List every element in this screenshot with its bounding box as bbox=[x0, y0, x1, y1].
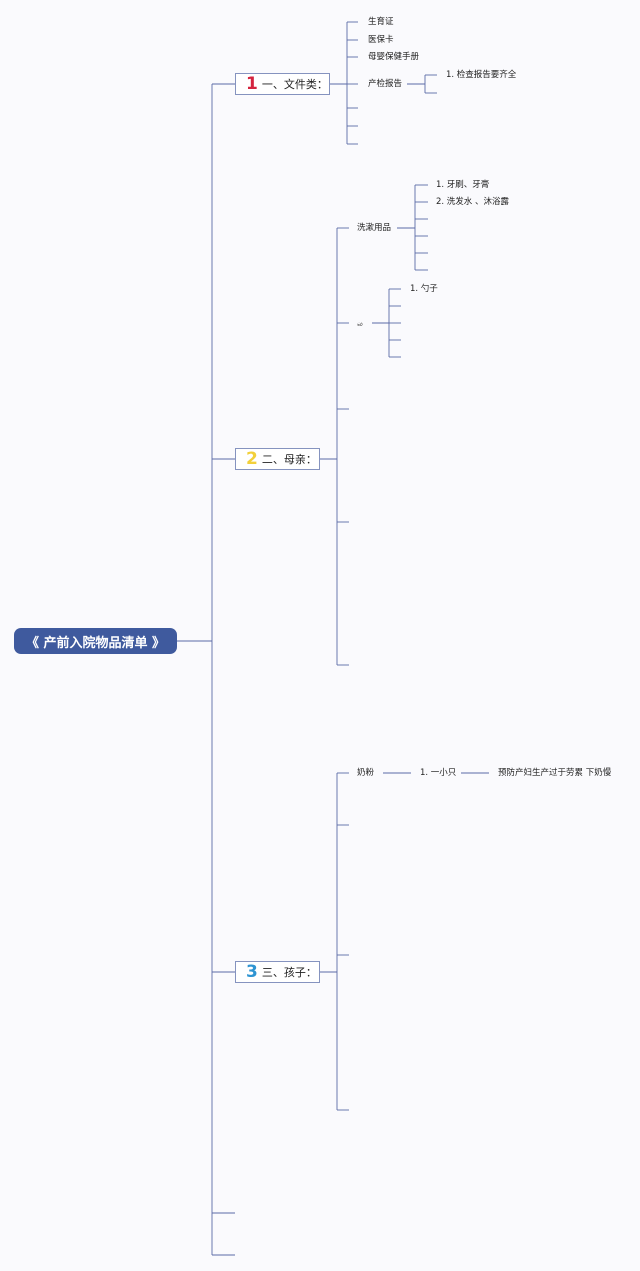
category-baby[interactable]: 3 三、孩子： bbox=[235, 961, 320, 983]
category-number: 1 bbox=[246, 73, 258, 94]
subitem-formula-note[interactable]: 预防产妇生产过于劳累 下奶慢 bbox=[498, 768, 612, 778]
item-maternal-health-handbook[interactable]: 母婴保健手册 bbox=[368, 52, 420, 62]
item-prenatal-report[interactable]: 产检报告 bbox=[368, 79, 403, 89]
subitem-shampoo[interactable]: 2. 洗发水 、沐浴露 bbox=[436, 197, 510, 207]
subitem-small-can[interactable]: 1. 一小只 bbox=[420, 768, 457, 778]
item-utensils[interactable]: ல bbox=[357, 320, 363, 328]
central-topic-label: 《 产前入院物品清单 》 bbox=[25, 635, 166, 651]
subitem-spoon[interactable]: 1. 勺子 bbox=[410, 284, 438, 294]
item-formula[interactable]: 奶粉 bbox=[357, 768, 375, 778]
category-number: 2 bbox=[246, 448, 258, 469]
category-label: 二、母亲： bbox=[261, 453, 317, 466]
subitem-report-complete[interactable]: 1. 检查报告要齐全 bbox=[446, 70, 517, 80]
category-label: 三、孩子： bbox=[261, 966, 317, 979]
central-topic[interactable]: 《 产前入院物品清单 》 bbox=[14, 628, 177, 654]
item-medical-insurance-card[interactable]: 医保卡 bbox=[368, 35, 394, 45]
category-number: 3 bbox=[246, 961, 258, 982]
category-label: 一、文件类： bbox=[261, 78, 328, 91]
category-documents[interactable]: 1 一、文件类： bbox=[235, 73, 330, 95]
category-mother[interactable]: 2 二、母亲： bbox=[235, 448, 320, 470]
item-toiletries[interactable]: 洗漱用品 bbox=[357, 223, 392, 233]
item-birth-permit[interactable]: 生育证 bbox=[368, 17, 394, 27]
subitem-toothbrush[interactable]: 1. 牙刷、牙膏 bbox=[436, 180, 490, 190]
